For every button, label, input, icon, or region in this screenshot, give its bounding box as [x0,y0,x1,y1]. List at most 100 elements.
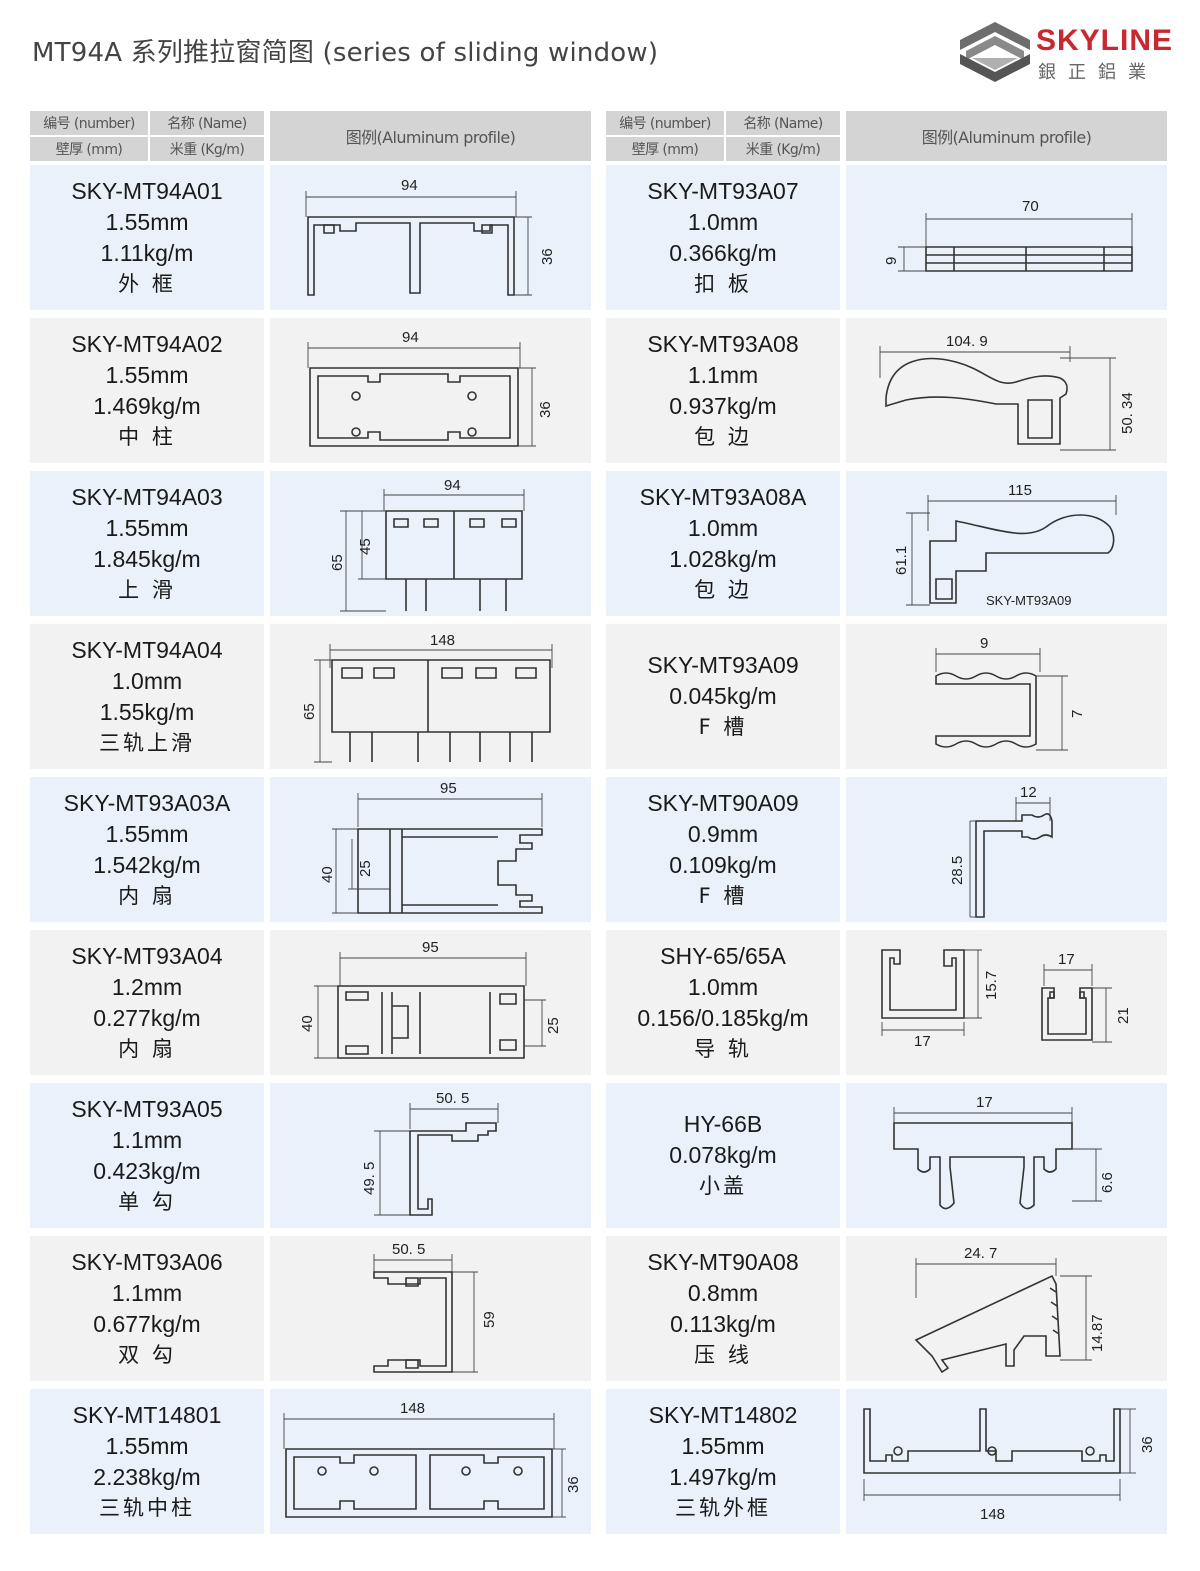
company-logo: SKYLINE 銀正鋁業 [958,20,1178,86]
profile-name: 上 滑 [118,577,176,602]
header-number: 编号 (number) [30,111,148,135]
profile-name: 扣 板 [694,271,752,296]
dim-height: 36 [1139,1436,1156,1453]
dim-width: 12 [1020,784,1037,801]
profile-name: 压 线 [694,1342,752,1367]
dim-width: 50. 5 [436,1090,469,1107]
dim-height: 65 [329,554,346,571]
profile-info: SKY-MT94A04 1.0mm 1.55kg/m 三轨上滑 [30,624,264,769]
profile-drawing: 50. 5 49. 5 [270,1083,591,1228]
dim-width: 94 [401,177,418,194]
header-thickness: 壁厚 (mm) [606,137,724,161]
dim-height: 14.87 [1089,1314,1106,1352]
profile-info: SKY-MT93A05 1.1mm 0.423kg/m 单 勾 [30,1083,264,1228]
profile-weight: 1.845kg/m [93,545,201,572]
profile-thickness: 1.0mm [687,973,759,1000]
profile-weight: 1.11kg/m [100,239,194,266]
profile-weight: 0.156/0.185kg/m [637,1004,809,1031]
profile-drawing: 36 148 [846,1389,1167,1534]
profile-number: SKY-MT93A07 [647,177,799,204]
profile-number: SHY-65/65A [660,942,786,969]
profile-info: SKY-MT94A01 1.55mm 1.11kg/m 外 框 [30,165,264,310]
profile-info: SKY-MT94A02 1.55mm 1.469kg/m 中 柱 [30,318,264,463]
profile-weight: 0.423kg/m [93,1157,201,1184]
profile-drawing: 70 9 [846,165,1167,310]
profile-thickness: 1.55mm [105,208,189,235]
header-figure: 图例(Aluminum profile) [270,111,591,161]
profile-number: SKY-MT93A05 [71,1095,223,1122]
profile-info: HY-66B 0.078kg/m 小盖 [606,1083,840,1228]
profile-thickness: 0.9mm [687,820,759,847]
dim-width: 17 [976,1094,993,1111]
profile-weight: 1.542kg/m [93,851,201,878]
profile-thickness: 0.8mm [687,1279,759,1306]
dim-width: 148 [430,632,455,649]
profile-name: 双 勾 [118,1342,176,1367]
dim-height: 6.6 [1099,1172,1116,1193]
profile-number: SKY-MT14802 [648,1401,798,1428]
dim-height: 40 [299,1015,316,1032]
dim-height: 36 [565,1476,582,1493]
profile-info: SHY-65/65A 1.0mm 0.156/0.185kg/m 导 轨 [606,930,840,1075]
profile-weight: 0.937kg/m [669,392,777,419]
dim-width: 70 [1022,198,1039,215]
profile-number: SKY-MT94A04 [71,636,223,663]
profile-thickness: 1.55mm [105,361,189,388]
profile-drawing: 104. 9 50. 34 [846,318,1167,463]
profile-weight: 0.677kg/m [93,1310,201,1337]
profile-thickness: 1.0mm [687,514,759,541]
profile-weight: 0.113kg/m [670,1310,776,1337]
profile-thickness: 1.0mm [687,208,759,235]
profile-thickness: 1.1mm [111,1126,183,1153]
dim-height: 61.1 [893,546,910,575]
header-weight: 米重 (Kg/m) [150,137,264,161]
dim-inner-height: 25 [357,860,374,877]
header-weight: 米重 (Kg/m) [726,137,840,161]
profile-thickness: 1.55mm [105,1432,189,1459]
profile-weight: 0.277kg/m [93,1004,201,1031]
dim-height: 40 [319,866,336,883]
profile-weight: 2.238kg/m [93,1463,201,1490]
profile-info: SKY-MT93A03A 1.55mm 1.542kg/m 内 扇 [30,777,264,922]
profile-drawing: 94 36 [270,165,591,310]
profile-number: SKY-MT93A08A [639,483,807,510]
profile-number: SKY-MT90A08 [647,1248,799,1275]
sub-profile-label: SKY-MT93A09 [986,593,1072,608]
profile-drawing: 24. 7 14.87 [846,1236,1167,1381]
profile-info: SKY-MT14801 1.55mm 2.238kg/m 三轨中柱 [30,1389,264,1534]
page-title: MT94A 系列推拉窗简图 (series of sliding window) [32,38,659,68]
dim-height: 50. 34 [1119,392,1136,434]
skyline-logo-icon [960,22,1030,82]
dim-width: 95 [440,780,457,797]
profile-info: SKY-MT93A08A 1.0mm 1.028kg/m 包 边 [606,471,840,616]
profile-name: 小盖 [699,1174,747,1198]
dim-height: 28.5 [949,856,966,885]
profile-number: HY-66B [683,1111,763,1137]
profile-thickness: 1.55mm [105,514,189,541]
profile-info: SKY-MT93A09 0.045kg/m F 槽 [606,624,840,769]
profile-drawing: 95 40 25 [270,930,591,1075]
profile-drawing: 148 65 [270,624,591,769]
profile-name: 三轨上滑 [99,730,195,755]
profile-number: SKY-MT93A06 [71,1248,223,1275]
profile-number: SKY-MT94A02 [71,330,223,357]
dim-height: 9 [883,257,900,265]
profile-info: SKY-MT93A04 1.2mm 0.277kg/m 内 扇 [30,930,264,1075]
profile-drawing: 9 7 [846,624,1167,769]
dim-width: 50. 5 [392,1241,425,1258]
profile-thickness: 1.1mm [111,1279,183,1306]
profile-name: 导 轨 [694,1036,752,1061]
logo-brand: SKYLINE [1036,24,1174,57]
profile-drawing: 94 36 [270,318,591,463]
profile-name: 三轨中柱 [99,1495,195,1520]
dim-width: 9 [980,635,988,652]
profile-weight: 0.078kg/m [669,1142,777,1168]
profile-name: 三轨外框 [675,1495,771,1520]
dim-width-b: 17 [1058,951,1075,968]
header-number: 编号 (number) [606,111,724,135]
profile-info: SKY-MT93A06 1.1mm 0.677kg/m 双 勾 [30,1236,264,1381]
logo-brand-cn: 銀正鋁業 [1038,62,1158,83]
profile-drawing: 115 61.1 SKY-MT93A09 [846,471,1167,616]
profile-number: SKY-MT94A01 [71,177,223,204]
profile-number: SKY-MT93A03A [63,789,231,816]
